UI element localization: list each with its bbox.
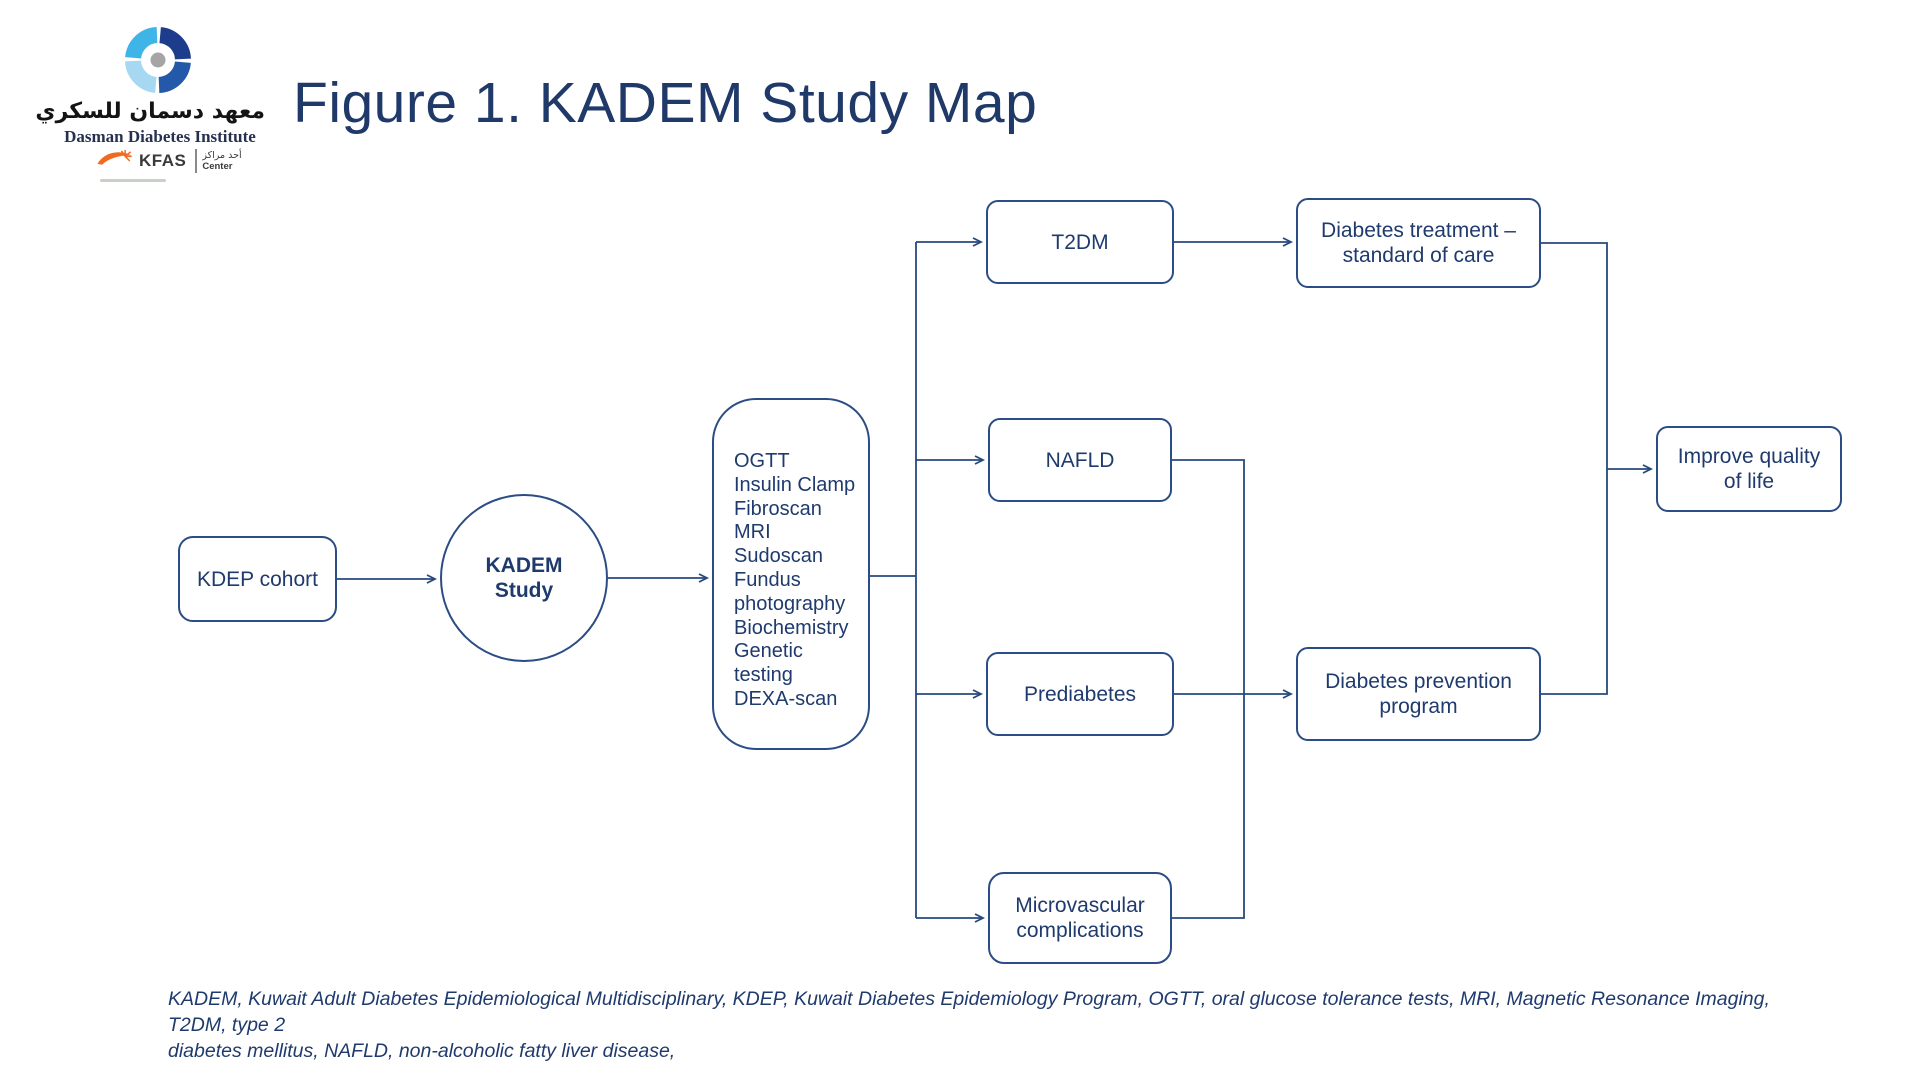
kfas-fineprint-bar — [100, 179, 166, 182]
node-nafld: NAFLD — [988, 418, 1172, 502]
kfas-logo: KFAS أحد مراكز Center — [96, 147, 242, 175]
figure-title: Figure 1. KADEM Study Map — [293, 71, 1038, 135]
node-assessments-list: OGTT Insulin Clamp Fibroscan MRI Sudosca… — [712, 398, 870, 750]
figure-footnote: KADEM, Kuwait Adult Diabetes Epidemiolog… — [168, 988, 1770, 1062]
institute-name-english: Dasman Diabetes Institute — [64, 127, 256, 146]
institute-swirl-icon — [125, 26, 191, 93]
node-kdep-cohort: KDEP cohort — [178, 536, 337, 622]
node-diabetes-treatment: Diabetes treatment – standard of care — [1296, 198, 1541, 288]
kfas-center-english: Center — [202, 161, 233, 172]
node-prediabetes: Prediabetes — [986, 652, 1174, 736]
kfas-center-arabic: أحد مراكز — [202, 150, 242, 161]
kfas-divider — [195, 149, 198, 173]
kfas-swoosh-icon — [97, 149, 132, 165]
node-kadem-study: KADEM Study — [440, 494, 608, 662]
institute-name-arabic: معهد دسمان للسكري — [35, 99, 265, 124]
kfas-label: KFAS — [139, 151, 187, 170]
node-microvascular-complications: Microvascular complications — [988, 872, 1172, 964]
edge-outcomes-rail — [1541, 242, 1608, 695]
node-improve-quality-of-life: Improve quality of life — [1656, 426, 1842, 512]
edge-nafld-microvascular-loop — [1172, 459, 1245, 919]
kfas-center-block: أحد مراكز Center — [202, 150, 241, 172]
node-t2dm: T2DM — [986, 200, 1174, 284]
node-diabetes-prevention: Diabetes prevention program — [1296, 647, 1541, 741]
